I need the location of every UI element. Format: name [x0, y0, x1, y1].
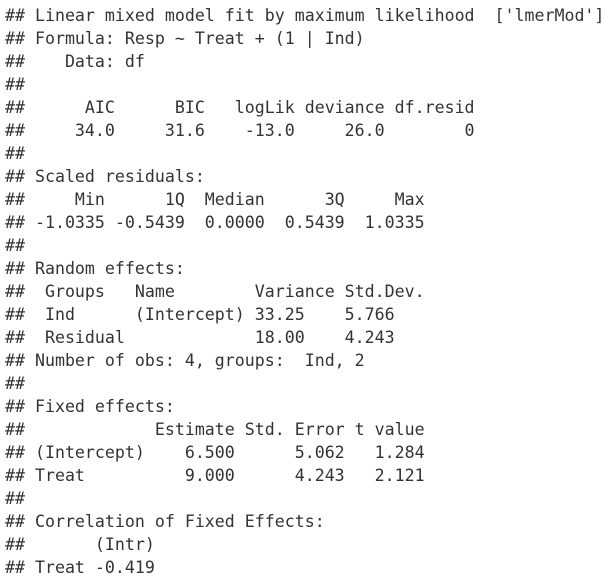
residuals-values: ## -1.0335 -0.5439 0.0000 0.5439 1.0335: [5, 213, 435, 232]
scaled-residuals-title: ## Scaled residuals:: [5, 167, 215, 186]
fixed-effects-header: ## Estimate Std. Error t value: [5, 420, 425, 439]
data-line: ## Data: df: [5, 52, 145, 71]
fixed-effects-title: ## Fixed effects:: [5, 397, 175, 416]
correlation-row-treat: ## Treat -0.419: [5, 558, 155, 577]
blank-line: ##: [5, 75, 35, 94]
correlation-title: ## Correlation of Fixed Effects:: [5, 512, 325, 531]
correlation-header: ## (Intr): [5, 535, 155, 554]
fixed-effects-row-treat: ## Treat 9.000 4.243 2.121: [5, 466, 425, 485]
observations-line: ## Number of obs: 4, groups: Ind, 2: [5, 351, 365, 370]
random-effects-row-ind: ## Ind (Intercept) 33.25 5.766: [5, 305, 425, 324]
fit-stats-header: ## AIC BIC logLik deviance df.resid: [5, 98, 485, 117]
model-header-line: ## Linear mixed model fit by maximum lik…: [5, 6, 605, 25]
blank-line: ##: [5, 374, 35, 393]
blank-line: ##: [5, 489, 35, 508]
random-effects-row-residual: ## Residual 18.00 4.243: [5, 328, 425, 347]
fixed-effects-row-intercept: ## (Intercept) 6.500 5.062 1.284: [5, 443, 425, 462]
blank-line: ##: [5, 236, 35, 255]
formula-line: ## Formula: Resp ~ Treat + (1 | Ind): [5, 29, 365, 48]
fit-stats-values: ## 34.0 31.6 -13.0 26.0 0: [5, 121, 485, 140]
residuals-header: ## Min 1Q Median 3Q Max: [5, 190, 435, 209]
blank-line: ##: [5, 144, 35, 163]
random-effects-header: ## Groups Name Variance Std.Dev.: [5, 282, 425, 301]
random-effects-title: ## Random effects:: [5, 259, 185, 278]
